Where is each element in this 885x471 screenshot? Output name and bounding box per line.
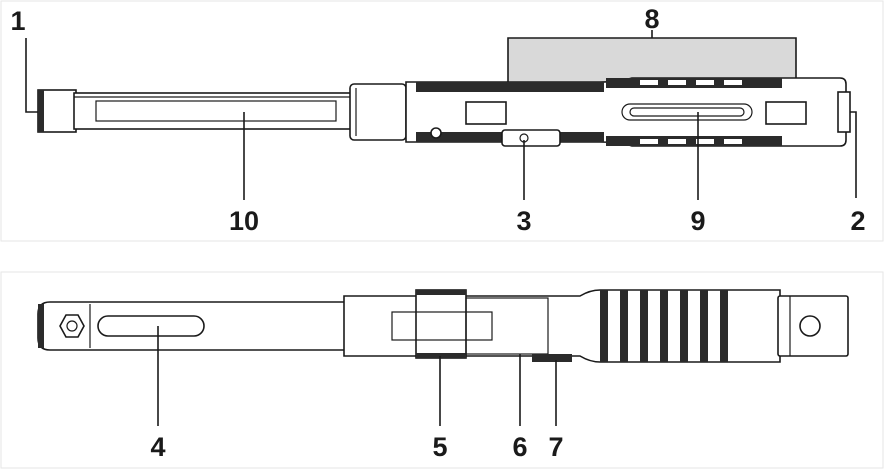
callout-6-label: 6 <box>512 432 527 462</box>
handle-slot-inner <box>629 107 745 117</box>
clamp-bottom-dark <box>416 353 466 358</box>
grip-top-band <box>416 82 604 92</box>
side-grip-ribs <box>600 290 728 362</box>
handle-slot <box>621 103 753 121</box>
callout-2-leader <box>850 111 857 198</box>
extension-bar-slot <box>95 100 337 122</box>
clamp-top-dark <box>416 290 466 295</box>
end-cap <box>837 91 851 133</box>
callout-7-label: 7 <box>548 432 563 462</box>
wrench-top-view <box>37 77 851 147</box>
side-body <box>343 289 781 363</box>
connector-collar <box>349 83 407 141</box>
underside-tab <box>532 354 572 362</box>
hex-screw <box>59 314 85 338</box>
handle-top-band <box>606 78 782 88</box>
long-slot <box>97 315 205 337</box>
clamp-block-inner <box>391 311 493 341</box>
side-view-panel: 4 5 6 7 <box>0 271 884 469</box>
wrench-side-view <box>37 289 849 363</box>
callout-4-label: 4 <box>150 432 165 462</box>
head-shadow <box>38 304 44 348</box>
top-view-panel: 1 8 10 3 9 2 <box>0 0 884 242</box>
end-tube-hole <box>799 315 821 337</box>
body-bolt <box>430 127 442 139</box>
callout-10-label: 10 <box>229 206 259 236</box>
callout-8-label: 8 <box>644 4 659 34</box>
handle-bottom-band <box>606 136 782 146</box>
callout-9-label: 9 <box>690 206 705 236</box>
handle-ribs <box>640 80 742 144</box>
callout-1-label: 1 <box>10 6 25 36</box>
callout-1-leader <box>25 38 38 113</box>
release-lever <box>501 129 561 147</box>
clamp-housing <box>465 297 549 355</box>
callout-5-label: 5 <box>432 432 447 462</box>
scale-window-left <box>465 101 507 125</box>
hex-screw-center <box>66 320 78 332</box>
extension-bar <box>73 92 353 130</box>
callout-2-label: 2 <box>850 206 865 236</box>
scale-window-right <box>765 101 807 125</box>
clamp-block <box>415 289 467 359</box>
callout-3-label: 3 <box>516 206 531 236</box>
drive-head-shadow <box>38 90 44 132</box>
